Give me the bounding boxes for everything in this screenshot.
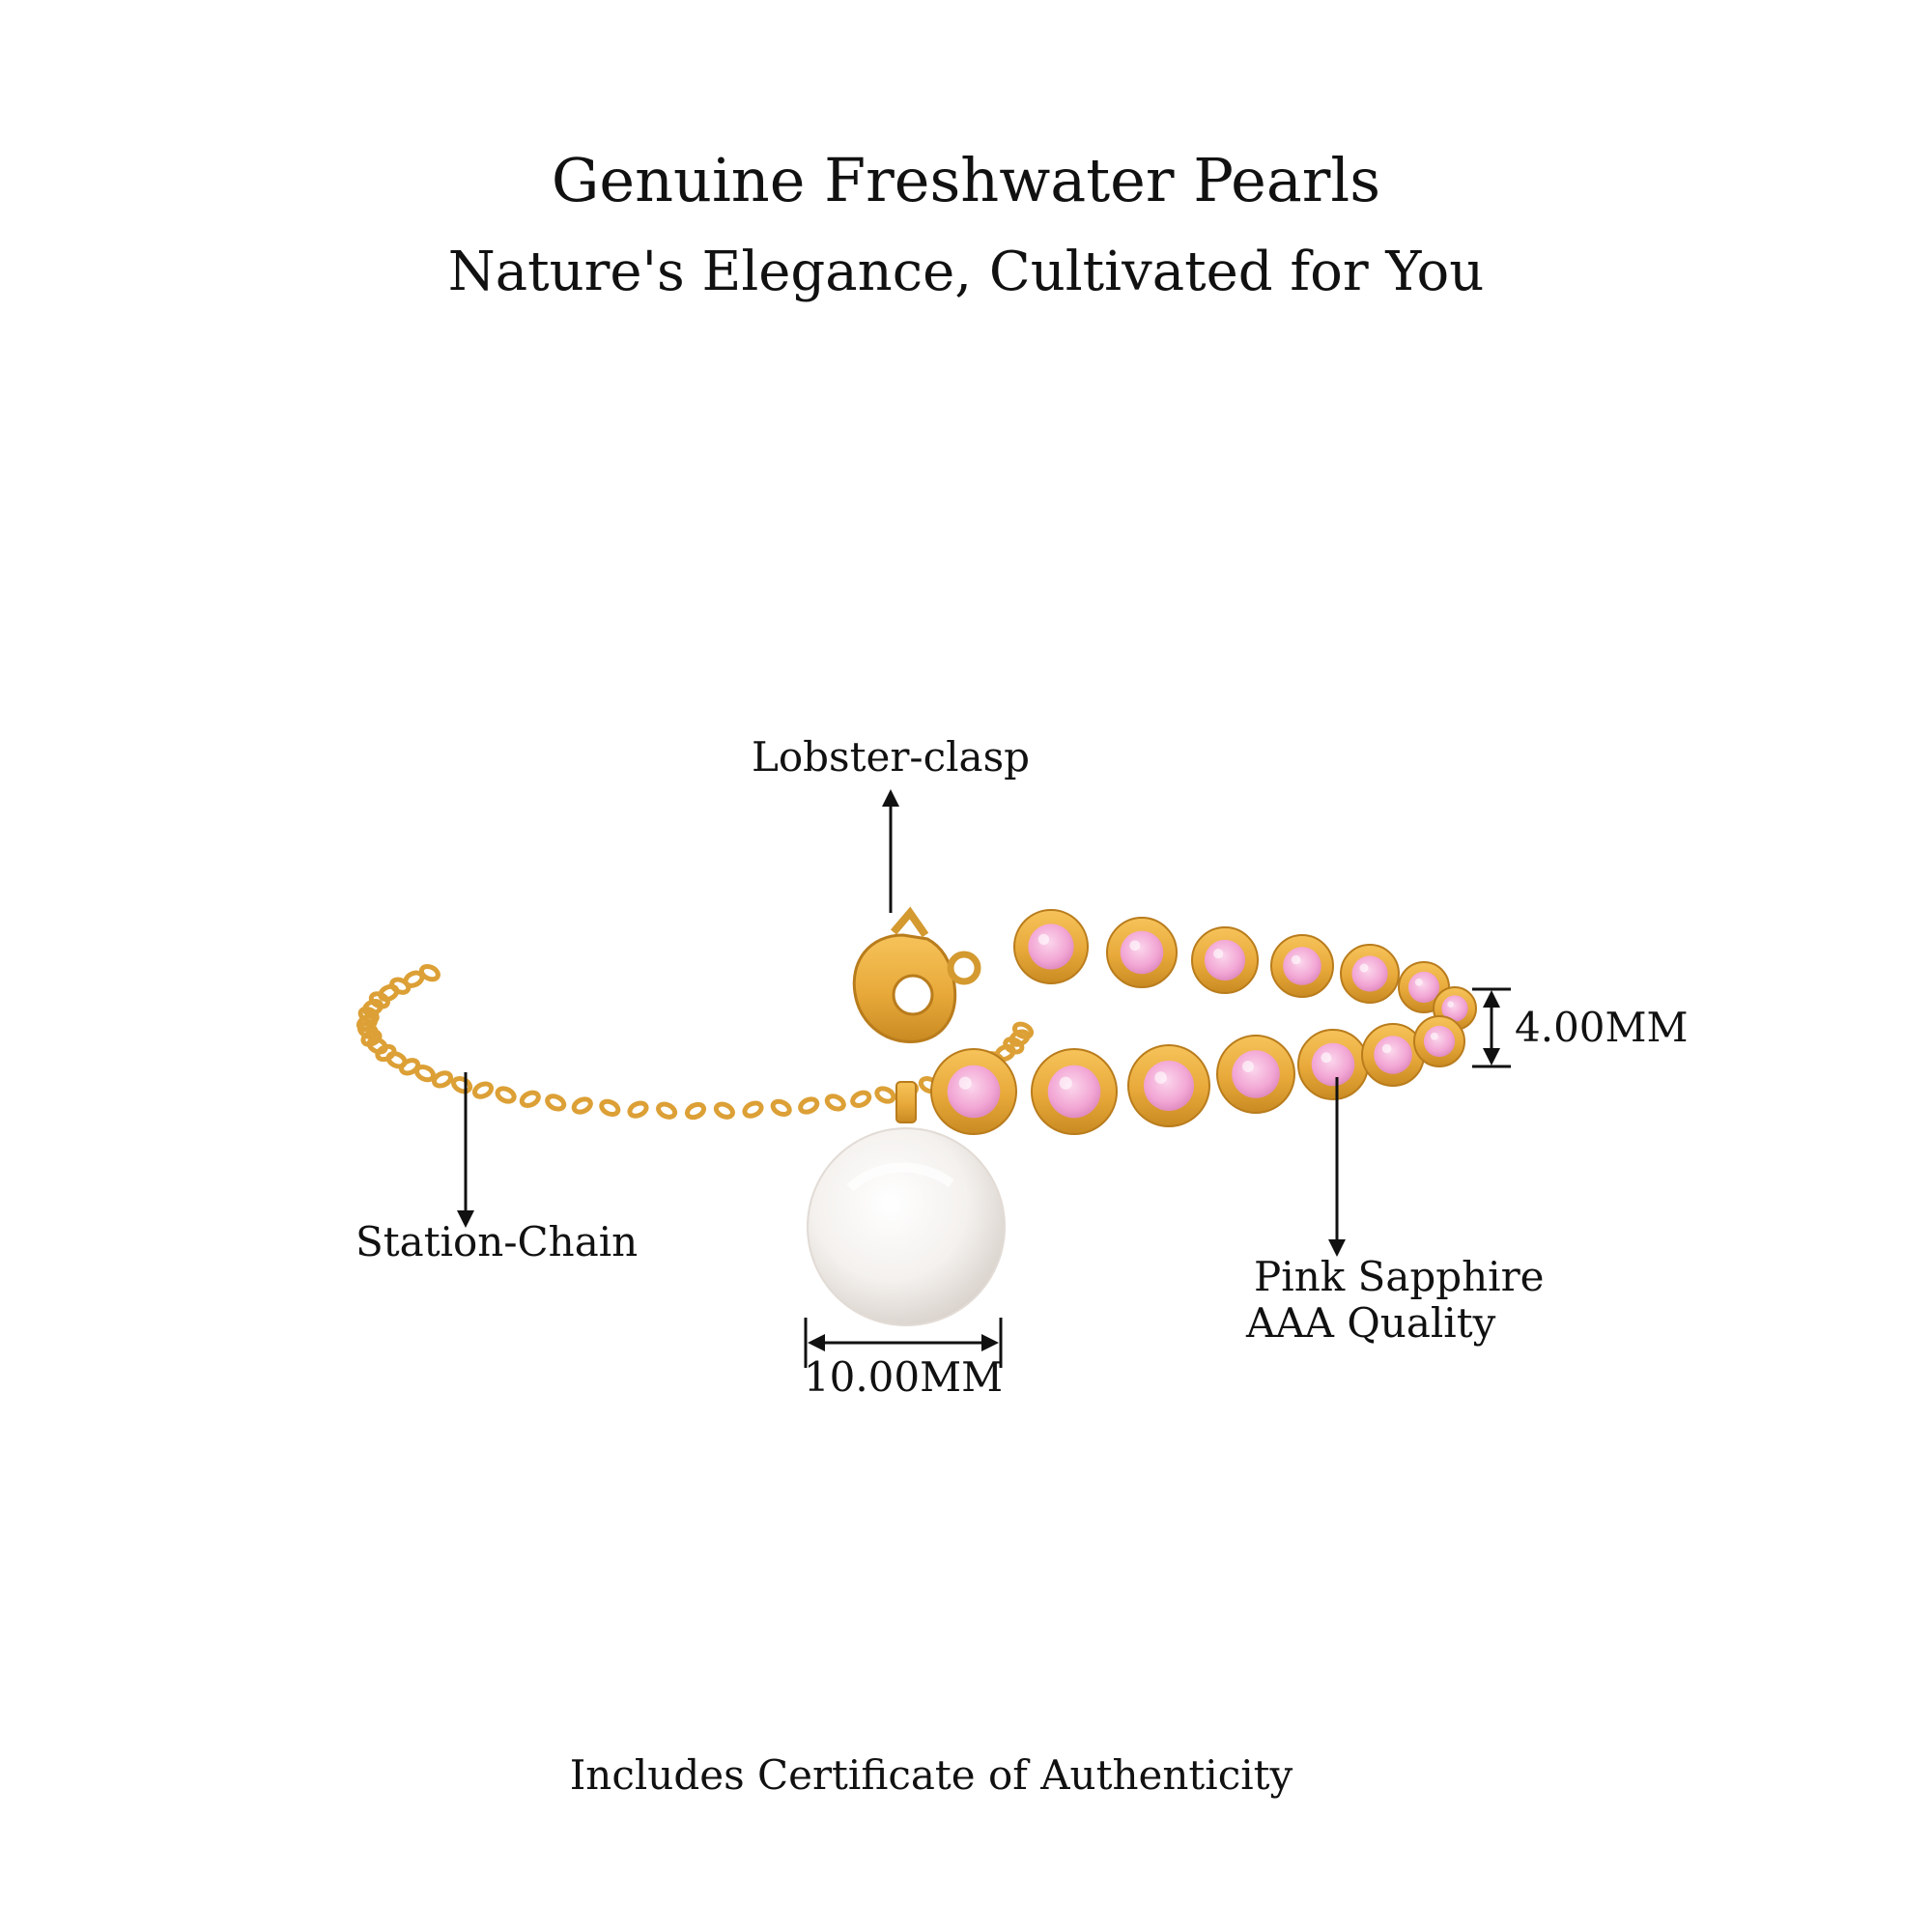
chain-link: [451, 1076, 473, 1094]
chain-link: [627, 1100, 649, 1119]
stone-dimension: [1472, 987, 1511, 1068]
pearl-dimension: [804, 1318, 1003, 1368]
bezel-sapphire: [1106, 917, 1178, 988]
pearl-drop: [807, 1081, 1006, 1326]
chain-link: [360, 1029, 383, 1047]
bezel-sapphire: [1191, 926, 1259, 994]
bezel-sapphire: [1013, 909, 1089, 984]
chain-link: [798, 1096, 820, 1115]
bezel-sapphire: [1413, 1015, 1465, 1067]
chain-link: [495, 1086, 517, 1104]
stone-size-label: 4.00MM: [1515, 1004, 1689, 1051]
lobster-clasp-label: Lobster-clasp: [752, 733, 1030, 781]
sapphire-row-back: [1013, 909, 1477, 1031]
bezel-sapphire: [930, 1048, 1017, 1135]
certificate-note: Includes Certificate of Authenticity: [570, 1751, 1293, 1799]
page-subtitle: Nature's Elegance, Cultivated for You: [448, 241, 1485, 303]
bezel-sapphire: [1361, 1023, 1425, 1087]
bezel-sapphire: [1297, 1029, 1369, 1100]
chain-link: [413, 1064, 437, 1083]
chain-link: [545, 1094, 567, 1112]
lobster-clasp: [852, 906, 981, 1044]
chain-link: [1003, 1037, 1025, 1055]
chain-link: [431, 1070, 454, 1089]
sapphire-row-front: [930, 1015, 1465, 1135]
bezel-sapphire: [1270, 934, 1334, 998]
chain-link: [368, 991, 390, 1009]
chain-link: [770, 1098, 792, 1118]
chain-link: [656, 1101, 678, 1120]
chain-link: [1011, 1021, 1035, 1039]
chain-link: [399, 1058, 421, 1076]
bezel-sapphire: [1340, 944, 1400, 1004]
chain-link: [571, 1096, 593, 1115]
station-chain-label: Station-Chain: [355, 1218, 638, 1265]
pearl-size-label: 10.00MM: [804, 1353, 1003, 1401]
chain-link: [713, 1101, 735, 1120]
chain-link: [418, 963, 440, 982]
chain-link: [471, 1081, 495, 1099]
bezel-sapphire: [1031, 1048, 1118, 1135]
chain-link: [684, 1101, 707, 1121]
chain-link: [874, 1086, 896, 1104]
chain-link: [599, 1098, 621, 1118]
pink-sapphire-label: Pink Sapphire: [1254, 1253, 1545, 1300]
quality-label: AAA Quality: [1245, 1299, 1496, 1347]
bezel-sapphire: [1216, 1035, 1295, 1114]
bezel-sapphire: [1127, 1044, 1210, 1127]
chain-link: [519, 1090, 541, 1108]
chain-link: [850, 1090, 872, 1108]
chain-link: [742, 1100, 764, 1119]
page-title: Genuine Freshwater Pearls: [552, 145, 1380, 215]
chain-link: [824, 1094, 846, 1112]
